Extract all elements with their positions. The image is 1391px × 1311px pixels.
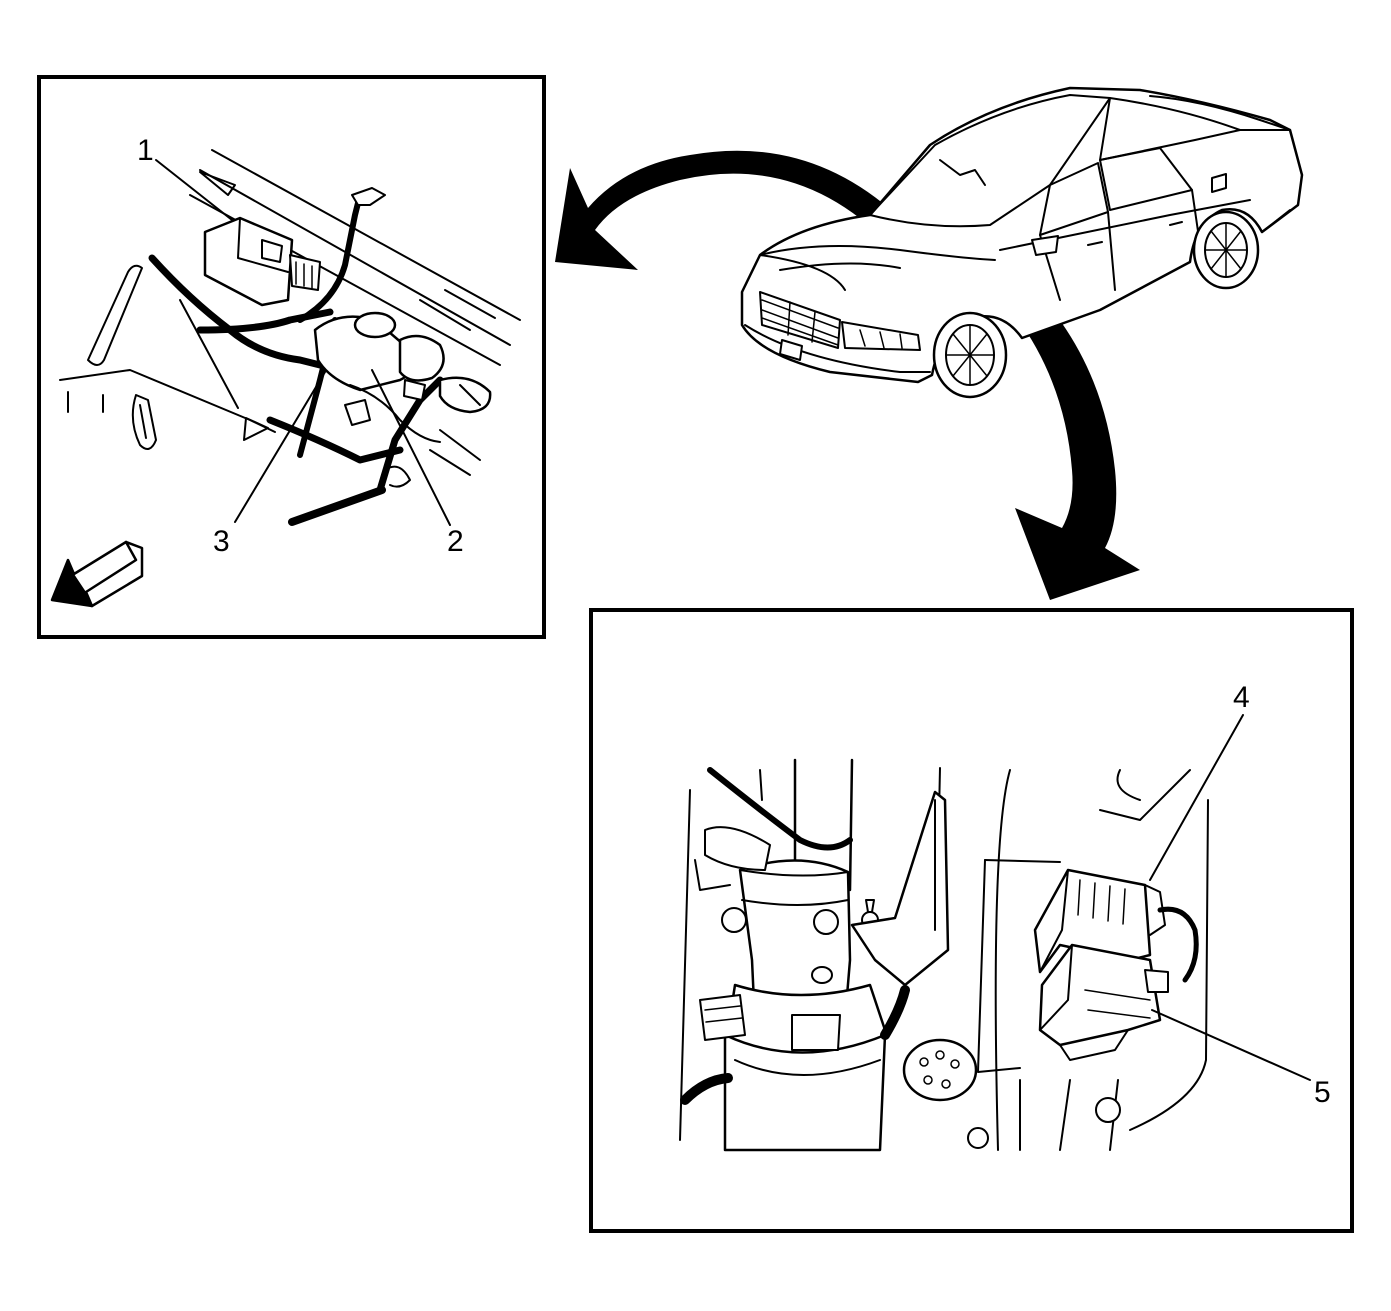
connector-4 [1033,868,1199,983]
floor-grommet [902,1038,1121,1149]
callout-2-leader [371,369,451,526]
callout-2: 2 [447,525,464,558]
callout-4: 4 [1233,681,1250,714]
callout-4-leader [1149,714,1244,881]
upper-harness [694,767,853,891]
callout-5: 5 [1314,1076,1331,1109]
sedan-front-three-quarter-icon [740,86,1304,399]
mounting-bracket [850,790,950,987]
fender-panel [59,264,276,450]
steering-column-inset: 4 5 [589,608,1354,1233]
callout-5-leader [1151,1009,1311,1081]
engine-compartment-inset: 1 2 3 [37,75,546,639]
connector-5 [1038,943,1169,1061]
module-box [203,216,321,307]
callout-3-leader [234,371,326,523]
curved-arrow-down-icon [965,245,1140,600]
dash-structure [679,767,1209,1151]
master-cylinder [313,311,492,488]
callout-1: 1 [137,134,154,167]
curved-arrow-left-icon [555,150,930,270]
steering-column [680,758,921,1152]
front-direction-arrow-icon [50,540,144,608]
wiring-harness [148,254,444,526]
callout-1-leader [155,159,233,221]
callout-3: 3 [213,525,230,558]
